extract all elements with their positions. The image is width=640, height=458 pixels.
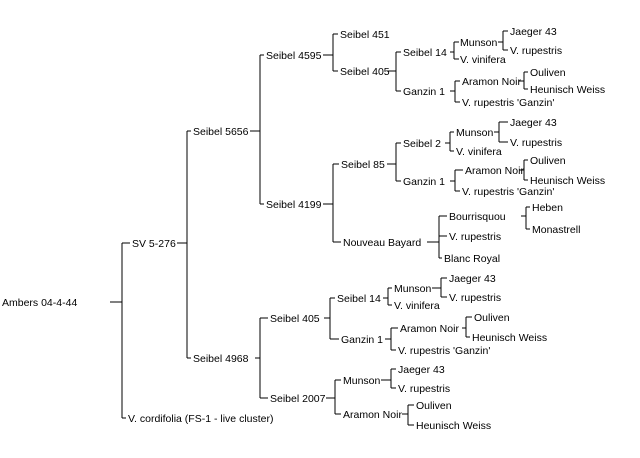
root-variety-label: Ambers 04-4-44 (2, 297, 77, 309)
variety-label: Munson (460, 37, 498, 49)
variety-label: Jaeger 43 (510, 26, 557, 38)
variety-label: Seibel 14 (403, 47, 447, 59)
variety-label: Monastrell (532, 224, 580, 236)
variety-label: Ouliven (474, 312, 510, 324)
variety-label: Heunisch Weiss (530, 175, 605, 187)
pedigree-connectors (110, 30, 530, 426)
variety-label: Seibel 4199 (266, 199, 322, 211)
variety-label: V. rupestris (449, 231, 501, 243)
variety-label: Seibel 14 (337, 293, 381, 305)
variety-label: V. cordifolia (FS-1 - live cluster) (128, 413, 274, 425)
variety-label: Seibel 2007 (270, 393, 326, 405)
variety-label: Heunisch Weiss (416, 420, 491, 432)
variety-label: V. rupestris (398, 383, 450, 395)
variety-label: V. rupestris (449, 292, 501, 304)
variety-label: Aramon Noir (462, 76, 521, 88)
variety-label: Jaeger 43 (449, 273, 496, 285)
variety-label: Aramon Noir (400, 323, 459, 335)
variety-label: Munson (343, 375, 381, 387)
variety-label: Aramon Noir (465, 165, 524, 177)
variety-label: V. rupestris 'Ganzin' (398, 345, 490, 357)
variety-label: Aramon Noir (343, 409, 402, 421)
variety-label: Heben (532, 202, 563, 214)
variety-label: Nouveau Bayard (343, 237, 421, 249)
variety-label: V. vinifera (394, 300, 440, 312)
variety-label: SV 5-276 (132, 238, 176, 250)
variety-label: Seibel 4968 (193, 353, 249, 365)
variety-label: V. rupestris 'Ganzin' (462, 186, 554, 198)
variety-label: Jaeger 43 (510, 117, 557, 129)
variety-label: Seibel 451 (340, 29, 390, 41)
variety-label: Ganzin 1 (403, 86, 445, 98)
variety-label: V. vinifera (460, 54, 506, 66)
variety-label: V. rupestris 'Ganzin' (462, 97, 554, 109)
variety-labels: Ambers 04-4-44 SV 5-276 V. cordifolia (F… (2, 26, 605, 432)
variety-label: Bourrisquou (449, 211, 506, 223)
variety-label: Seibel 5656 (193, 126, 249, 138)
variety-label: Seibel 4595 (266, 50, 322, 62)
variety-label: Ganzin 1 (341, 334, 383, 346)
variety-label: Seibel 85 (341, 159, 385, 171)
variety-label: Ouliven (416, 400, 452, 412)
variety-label: Ganzin 1 (403, 176, 445, 188)
variety-label: Heunisch Weiss (530, 84, 605, 96)
variety-label: Seibel 405 (340, 66, 390, 78)
variety-label: Heunisch Weiss (472, 332, 547, 344)
variety-label: Seibel 405 (270, 313, 320, 325)
variety-label: Seibel 2 (403, 138, 441, 150)
variety-label: V. vinifera (456, 146, 502, 158)
variety-label: Blanc Royal (444, 253, 500, 265)
variety-label: Ouliven (530, 155, 566, 167)
variety-label: Munson (394, 283, 432, 295)
variety-label: V. rupestris (510, 45, 562, 57)
variety-label: Jaeger 43 (398, 364, 445, 376)
variety-label: Munson (456, 127, 494, 139)
variety-label: V. rupestris (510, 137, 562, 149)
variety-label: Ouliven (530, 67, 566, 79)
